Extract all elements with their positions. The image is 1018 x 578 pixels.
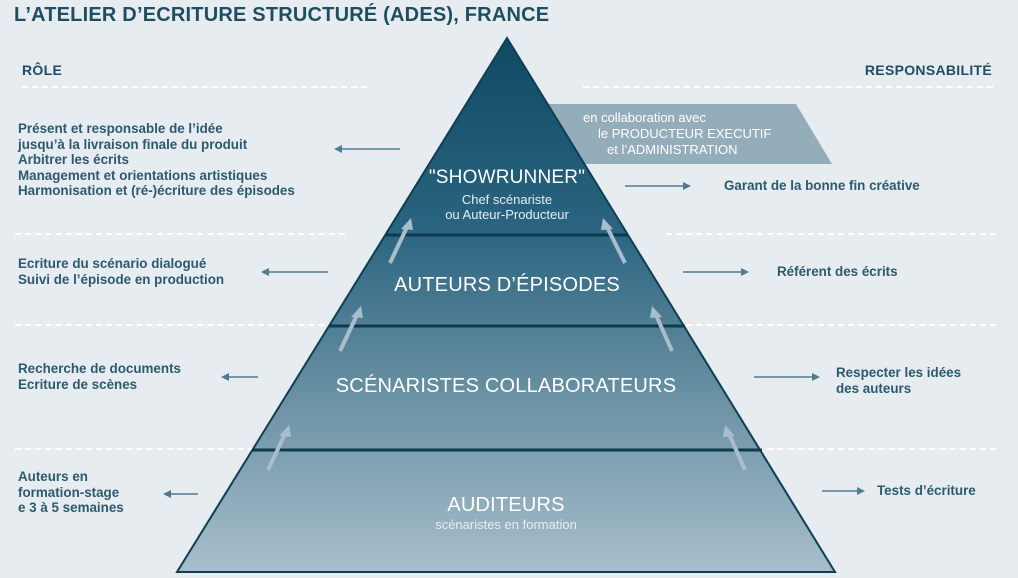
pyramid-shape	[175, 36, 837, 573]
responsibility-header-divider	[583, 86, 993, 88]
role-showrunner: Présent et responsable de l’idée jusqu’à…	[18, 121, 295, 199]
role-header-divider	[22, 86, 367, 88]
tier-subtitle-auditeurs: scénaristes en formation	[435, 517, 577, 532]
role-line: Suivi de l’épisode en production	[18, 271, 225, 287]
collaboration-banner	[548, 104, 832, 164]
role-line: Auteurs en	[18, 469, 88, 484]
tier-title-auteurs: AUTEURS D’ÉPISODES	[394, 274, 620, 296]
up-arrow-head-icon	[351, 306, 363, 318]
up-arrow-icon	[654, 314, 674, 352]
responsibility-header: RESPONSABILITÉ	[864, 62, 992, 78]
divider-right-2	[666, 324, 996, 326]
role-line: jusqu’à la livraison finale du produit	[18, 136, 248, 152]
divider-left-2	[15, 324, 345, 326]
role-line: Harmonisation et (ré-)écriture des épiso…	[18, 183, 295, 198]
up-arrow-head-icon	[601, 218, 613, 230]
role-line: Ecriture de scènes	[18, 376, 138, 392]
role-header: RÔLE	[22, 62, 63, 78]
up-arrow-head-icon	[279, 425, 291, 437]
divider-right-3	[666, 448, 996, 450]
up-arrow-head-icon	[650, 306, 662, 318]
role-line: Recherche de documents	[18, 361, 181, 376]
up-arrow-icon	[727, 433, 747, 471]
up-arrow-icon	[266, 433, 287, 471]
responsibility-line: des auteurs	[836, 380, 912, 396]
collaboration-line-1: en collaboration avec	[583, 110, 706, 125]
up-arrow-icon	[388, 226, 409, 264]
left-arrows	[163, 145, 400, 498]
up-arrow-icon	[338, 314, 359, 352]
divider-left-1	[15, 233, 345, 235]
up-arrow-icon	[605, 226, 627, 264]
tier-title-scenaristes: SCÉNARISTES COLLABORATEURS	[335, 375, 677, 397]
role-line: Arbitrer les écrits	[18, 152, 129, 167]
responsibility-auteurs: Référent des écrits	[777, 264, 898, 279]
role-line: Présent et responsable de l’idée	[18, 121, 223, 136]
role-line: Ecriture du scénario dialogué	[18, 256, 207, 271]
right-arrows	[625, 182, 865, 495]
role-line: e 3 à 5 semaines	[18, 500, 124, 515]
responsibility-scenaristes: Respecter les idées des auteurs	[836, 365, 961, 396]
role-line: Management et orientations artistiques	[18, 167, 268, 183]
collaboration-line-2: le PRODUCTEUR EXECUTIF	[598, 126, 772, 141]
up-arrow-head-icon	[723, 425, 735, 437]
tier-subtitle-showrunner-1: Chef scénariste	[461, 192, 553, 207]
divider-right-1	[666, 233, 996, 235]
tier-title-showrunner: "SHOWRUNNER"	[428, 167, 586, 188]
role-auteurs: Ecriture du scénario dialogué Suivi de l…	[18, 256, 224, 287]
collaboration-line-3: et l’ADMINISTRATION	[607, 142, 738, 157]
role-scenaristes: Recherche de documents Ecriture de scène…	[18, 361, 181, 392]
responsibility-line: Respecter les idées	[836, 365, 962, 380]
responsibility-showrunner: Garant de la bonne fin créative	[724, 178, 920, 193]
responsibility-auditeurs: Tests d’écriture	[877, 483, 976, 498]
upward-arrows	[266, 218, 747, 471]
role-line: formation-stage	[18, 484, 120, 500]
tier-subtitle-showrunner-2: ou Auteur-Producteur	[445, 207, 569, 222]
role-auditeurs: Auteurs en formation-stage e 3 à 5 semai…	[18, 469, 124, 516]
tier-title-auditeurs: AUDITEURS	[447, 494, 565, 516]
page-title: L’ATELIER D’ECRITURE STRUCTURÉ (ADES), F…	[14, 4, 550, 26]
divider-left-3	[15, 448, 345, 450]
up-arrow-head-icon	[401, 218, 413, 230]
